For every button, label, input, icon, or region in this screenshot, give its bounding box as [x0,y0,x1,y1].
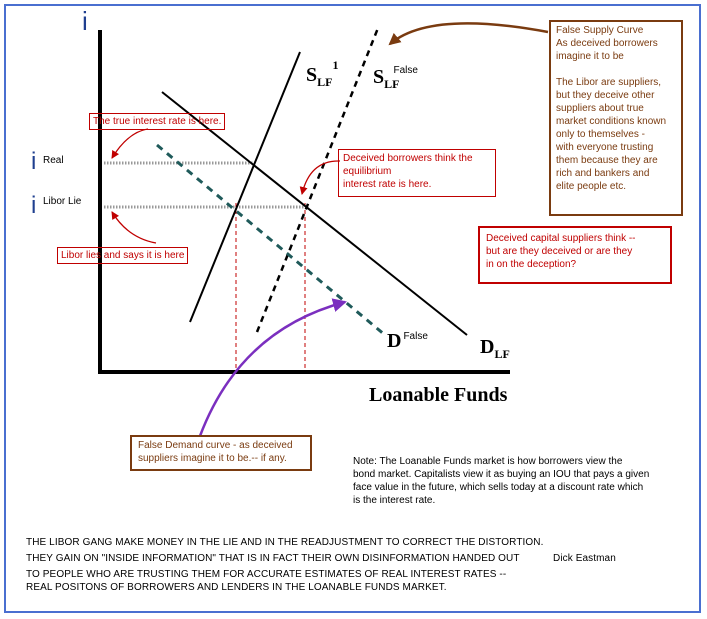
false-supply-line: imagine it to be [556,51,624,62]
true-demand-curve [161,91,468,336]
footer-line-4: REAL POSITONS OF BORROWERS AND LENDERS I… [26,582,447,593]
diagram-frame [4,4,701,613]
loanable-funds-note: Note: The Loanable Funds market is how b… [353,455,693,507]
false-supply-line: elite people etc. [556,181,627,192]
libor-lies-arrow-icon [111,211,157,244]
note-line: is the interest rate. [353,495,436,506]
libor-lies-annotation: Libor lies and says it is here [57,247,189,264]
false-supply-line: rich and bankers and [556,168,650,179]
true-rate-arrow-icon [111,128,149,159]
author-name: Dick Eastman [553,553,616,564]
note-line: bond market. Capitalists view it as buyi… [353,469,650,480]
footer-line-2: THEY GAIN ON "INSIDE INFORMATION" THAT I… [26,553,520,564]
false-supply-arrow-icon [388,22,549,46]
false-supply-line: suppliers about true [556,103,644,114]
false-supply-line: market conditions known [556,116,667,127]
capital-suppliers-line: but are they deceived or are they [486,246,633,257]
true-supply-curve [189,51,301,323]
capital-suppliers-line: Deceived capital suppliers think -- [486,233,636,244]
capital-suppliers-annotation: Deceived capital suppliers think -- but … [478,226,672,284]
false-demand-arrow-icon [198,298,347,437]
deceived-borrowers-arrow-icon [299,160,341,195]
false-supply-line: them because they are [556,155,658,166]
footer-line-3: TO PEOPLE WHO ARE TRUSTING THEM FOR ACCU… [26,569,507,580]
false-demand-line: False Demand curve - as deceived [138,440,293,451]
false-supply-line: with everyone trusting [556,142,654,153]
deceived-borrowers-line: equilibrium [343,166,392,177]
false-supply-line [556,63,676,76]
libor-rate-label: Libor Lie [43,196,82,207]
true-rate-annotation: The true interest rate is here. [89,113,226,130]
real-rate-symbol: i [31,148,37,175]
false-supply-line: but they deceive other [556,90,655,101]
false-supply-line: As deceived borrowers [556,38,658,49]
false-demand-curve [156,143,386,337]
x-axis-label: Loanable Funds [369,384,508,406]
false-supply-annotation: False Supply Curve As deceived borrowers… [549,20,683,216]
deceived-borrowers-line: Deceived borrowers think the [343,153,473,164]
y-axis-symbol: i [82,6,88,36]
capital-suppliers-line: in on the deception? [486,259,577,270]
false-supply-title: False Supply Curve [556,25,644,36]
note-line: Note: The Loanable Funds market is how b… [353,456,623,467]
false-supply-label: SLFFalse [373,65,418,91]
false-demand-annotation: False Demand curve - as deceived supplie… [130,435,312,471]
real-rate-label: Real [43,155,64,166]
note-line: face value in the future, which sells to… [353,482,644,493]
deceived-borrowers-annotation: Deceived borrowers think the equilibrium… [338,149,496,197]
false-demand-line: suppliers imagine it to be.-- if any. [138,453,287,464]
false-supply-line: only to themselves - [556,129,645,140]
true-supply-label: SLF1 [306,58,339,89]
footer-line-1: THE LIBOR GANG MAKE MONEY IN THE LIE AND… [26,537,544,548]
deceived-borrowers-line: interest rate is here. [343,179,432,190]
false-supply-line: The Libor are suppliers, [556,77,662,88]
true-demand-label: DLF [480,336,510,361]
libor-rate-symbol: i [31,192,37,219]
